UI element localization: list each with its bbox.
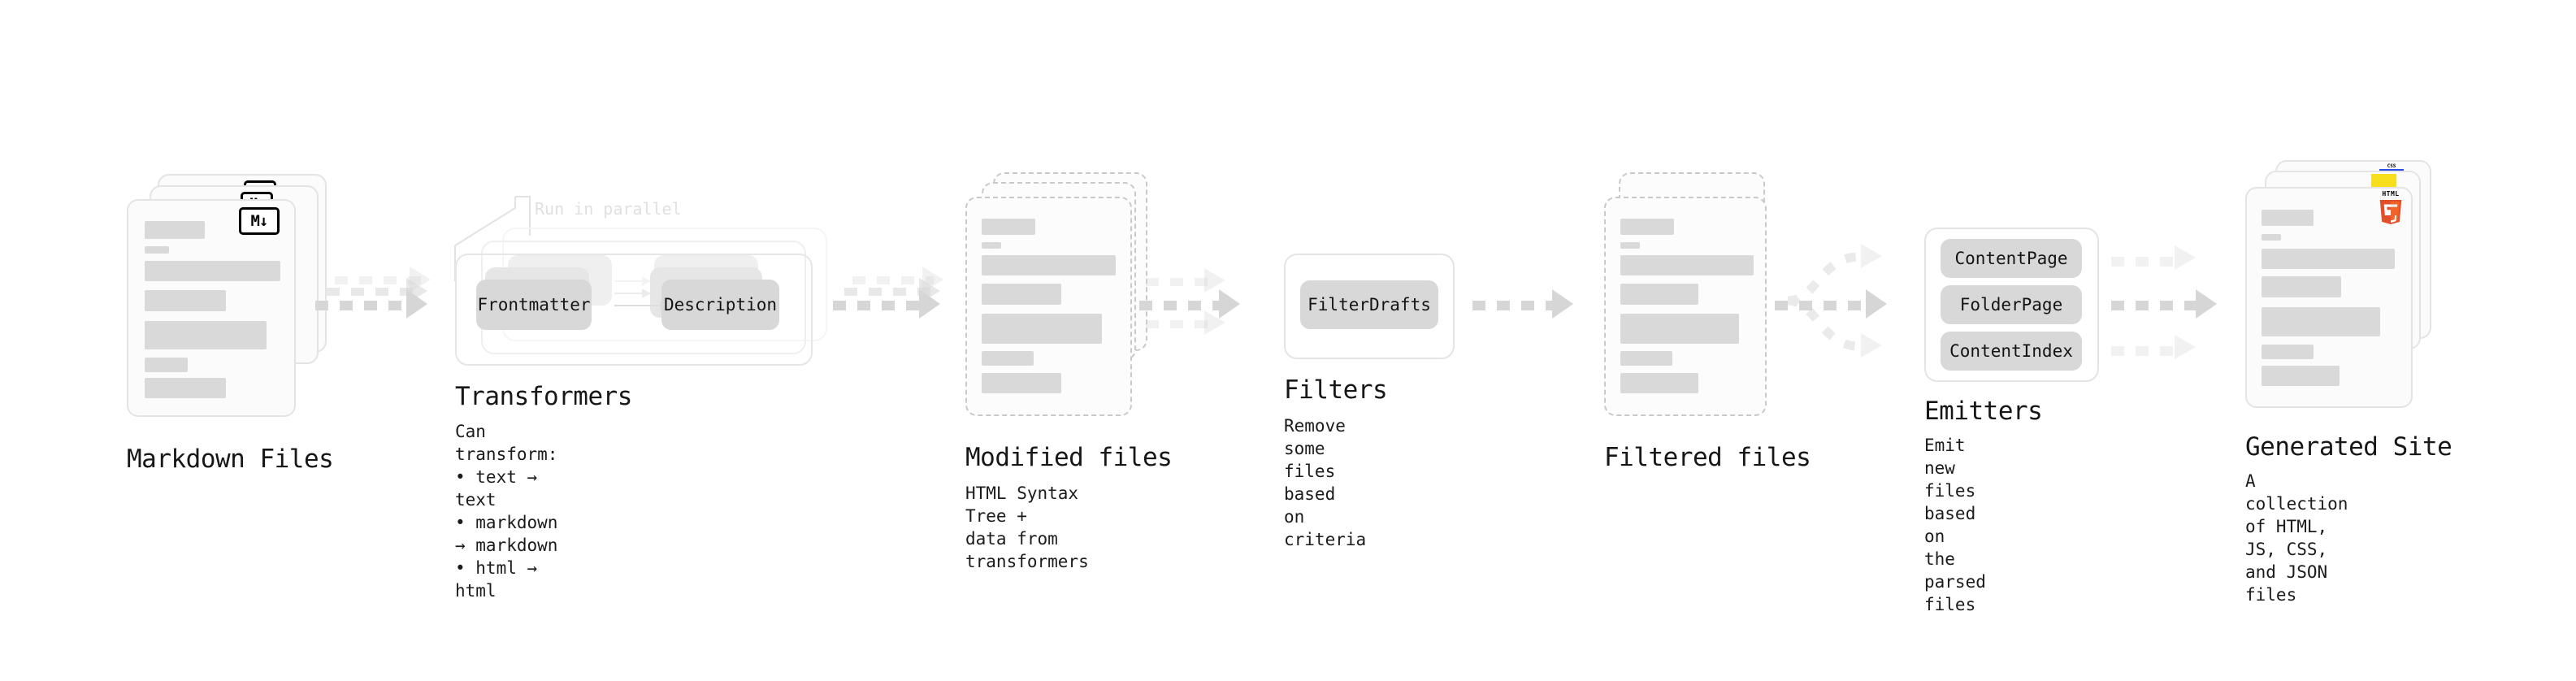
folderpage-label: FolderPage [1959, 295, 2063, 314]
skeleton-bar [1620, 373, 1698, 393]
skeleton-bar [982, 242, 1001, 249]
arrow-dash [1146, 320, 1208, 328]
filters-caption: Remove some files based on criteria [1284, 416, 1367, 549]
contentindex-label: ContentIndex [1949, 341, 2073, 361]
generated-site-title: Generated Site [2245, 432, 2452, 462]
arrow-head [1552, 289, 1573, 319]
skeleton-bar [1620, 242, 1640, 249]
run-in-parallel-label: Run in parallel [535, 199, 682, 219]
skeleton-bar [145, 290, 226, 311]
skeleton-bar [2262, 210, 2314, 226]
html5-badge-word: HTML [2382, 190, 2400, 197]
html5-shield-icon [2379, 200, 2402, 224]
modified-files-caption: HTML Syntax Tree + data from transformer… [965, 484, 1089, 571]
arrow-head [1861, 333, 1882, 358]
skeleton-bar [145, 221, 205, 239]
arrow-head [1866, 289, 1887, 319]
filtered-card-front [1604, 197, 1767, 416]
filtered-files-title: Filtered files [1604, 443, 1811, 472]
arrow-dash [327, 288, 418, 296]
arrow-dash [1472, 301, 1557, 310]
markdown-card-front [127, 199, 296, 417]
arrow-head [2175, 245, 2196, 270]
frontmatter-box[interactable]: Frontmatter [476, 280, 592, 330]
description-box[interactable]: Description [661, 280, 779, 330]
folderpage-box[interactable]: FolderPage [1941, 285, 2082, 324]
html5-badge: HTML [2378, 190, 2404, 226]
transform-arrow-middle [614, 288, 651, 298]
arrow-dash [2111, 346, 2179, 356]
arrow-dash [833, 301, 924, 310]
modified-files-title: Modified files [965, 443, 1173, 472]
transformers-caption: Can transform: • text → text • markdown … [455, 422, 558, 601]
contentpage-label: ContentPage [1954, 249, 2068, 268]
arrow-dash [844, 288, 930, 296]
contentindex-box[interactable]: ContentIndex [1941, 332, 2082, 371]
css-badge-label: CSS [2387, 163, 2396, 169]
arrow-head [2175, 335, 2196, 359]
arrow-head [1204, 268, 1225, 293]
skeleton-bar [1620, 284, 1698, 305]
emitters-caption: Emit new files based on the parsed files [1924, 436, 1986, 614]
skeleton-bar [2262, 345, 2314, 359]
skeleton-bar [1620, 314, 1739, 344]
skeleton-bar [1620, 255, 1754, 275]
frontmatter-label: Frontmatter [477, 295, 591, 314]
transformers-layer-front [455, 254, 813, 366]
js-badge [2371, 174, 2396, 189]
arrow-head [1219, 289, 1240, 319]
skeleton-bar [2262, 366, 2340, 386]
filters-container [1284, 254, 1455, 359]
skeleton-bar [982, 351, 1034, 366]
arrow-dash [2111, 257, 2179, 267]
arrow-dash [335, 276, 421, 284]
skeleton-bar [145, 378, 226, 398]
skeleton-bar [145, 358, 188, 372]
arrow-head [406, 289, 427, 319]
skeleton-bar [982, 219, 1035, 235]
skeleton-bar [145, 321, 267, 349]
generated-site-caption: A collection of HTML, JS, CSS, and JSON … [2245, 471, 2348, 605]
arrow-head [1861, 244, 1882, 268]
skeleton-bar [982, 373, 1061, 393]
skeleton-bar [145, 261, 280, 281]
arrow-dash [315, 301, 411, 310]
markdown-files-title: Markdown Files [127, 445, 334, 474]
skeleton-bar [1620, 219, 1674, 235]
arrow-dash [852, 276, 934, 284]
description-label: Description [663, 295, 778, 314]
filterdrafts-label: FilterDrafts [1308, 295, 1431, 314]
arrow-dash [1775, 301, 1869, 310]
site-card-front [2245, 187, 2413, 408]
arrow-dash [1146, 278, 1208, 286]
skeleton-bar [1620, 351, 1672, 366]
skeleton-bar [982, 255, 1116, 275]
skeleton-bar [982, 284, 1061, 305]
skeleton-bar [2262, 234, 2281, 241]
markdown-badge-label: M↓ [250, 212, 269, 230]
skeleton-bar [2262, 276, 2341, 297]
arrow-head [2196, 289, 2217, 319]
filters-title: Filters [1284, 375, 1388, 405]
arrow-dash [2111, 301, 2201, 310]
transform-arrow-front [614, 301, 669, 310]
skeleton-bar [982, 314, 1102, 344]
transform-arrow-back [614, 276, 651, 286]
transformers-title: Transformers [455, 382, 632, 411]
emitters-title: Emitters [1924, 397, 2043, 426]
markdown-badge-front: M↓ [239, 207, 280, 235]
arrow-dash [1139, 301, 1224, 310]
emitters-container [1924, 228, 2099, 382]
contentpage-box[interactable]: ContentPage [1941, 239, 2082, 278]
arrow-head [919, 289, 940, 319]
filterdrafts-box[interactable]: FilterDrafts [1300, 280, 1438, 329]
modified-card-front [965, 197, 1132, 416]
skeleton-bar [145, 246, 169, 254]
skeleton-bar [2262, 307, 2380, 336]
skeleton-bar [2262, 249, 2395, 269]
